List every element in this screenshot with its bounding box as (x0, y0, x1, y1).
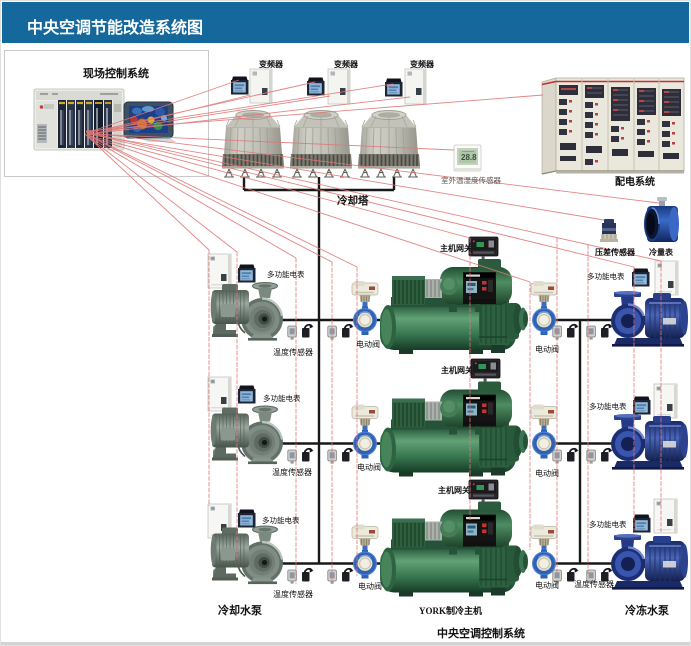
svg-text:28.8: 28.8 (461, 153, 477, 162)
